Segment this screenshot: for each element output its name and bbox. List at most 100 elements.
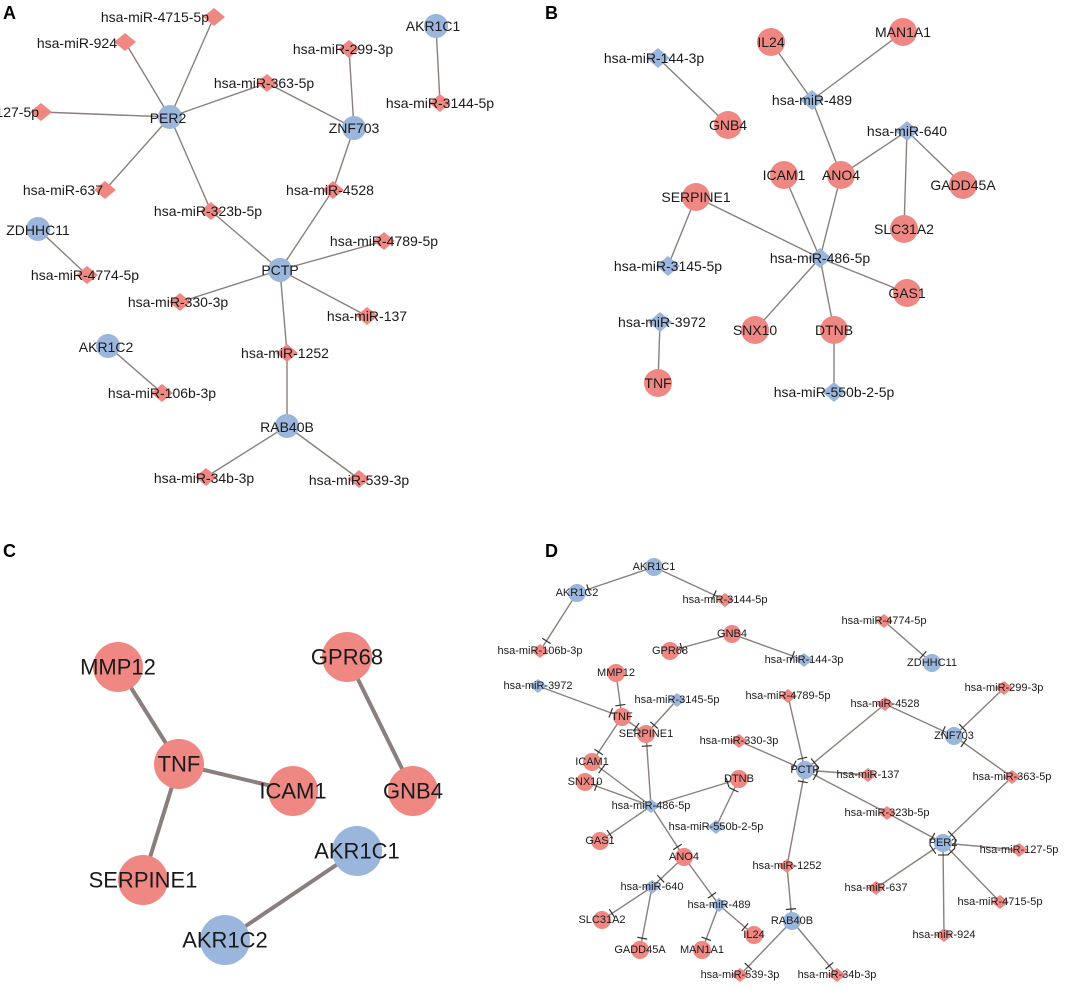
- mirna-node: [256, 74, 278, 92]
- gene-node: [631, 941, 649, 959]
- node-label: hsa-miR-4774-5p: [842, 615, 927, 627]
- inhibition-tee: [594, 781, 599, 792]
- panel-a-network: hsa-miR-924hsa-miR-4715-5phsa-miR-127-5p…: [0, 3, 494, 488]
- node-label: hsa-miR-4715-5p: [958, 896, 1043, 908]
- panel-letter-b: B: [545, 3, 558, 23]
- edge: [903, 130, 908, 230]
- edge: [819, 257, 908, 294]
- mirna-node: [822, 382, 846, 402]
- node-label: ANO4: [669, 851, 699, 863]
- edge: [875, 842, 944, 889]
- node-label: hsa-miR-330-3p: [700, 735, 779, 747]
- mirna-node: [656, 256, 680, 276]
- edge: [883, 620, 933, 664]
- node-label: hsa-miR-924: [913, 929, 976, 941]
- node-label: GNB4: [709, 117, 747, 133]
- node-label: GPR68: [311, 645, 383, 670]
- gene-node: [568, 584, 586, 602]
- inhibition-tee: [608, 707, 614, 718]
- edge: [942, 842, 1001, 903]
- node-label: hsa-miR-489: [772, 92, 852, 108]
- node-label: ICAM1: [575, 756, 609, 768]
- inhibition-tee: [711, 590, 717, 600]
- edge: [942, 842, 945, 936]
- inhibition-tee: [649, 721, 659, 729]
- gene-node: [783, 912, 801, 930]
- inhibition-tee: [810, 758, 818, 767]
- node-label: ZDHHC11: [907, 657, 957, 669]
- edge: [791, 920, 838, 976]
- inhibition-tee: [672, 843, 683, 851]
- node-label: ZDHHC11: [6, 222, 70, 238]
- edge: [695, 196, 821, 259]
- edge: [279, 269, 368, 317]
- inhibition-tee: [679, 642, 684, 653]
- inhibition-tee: [541, 637, 551, 645]
- edge: [650, 778, 740, 807]
- node-label: DTNB: [724, 773, 754, 785]
- node-label: hsa-miR-539-3p: [701, 969, 780, 981]
- node-label: hsa-miR-3972: [618, 314, 706, 330]
- edge: [223, 849, 359, 942]
- node-label: ICAM1: [763, 167, 806, 183]
- node-label: hsa-miR-299-3p: [965, 682, 1044, 694]
- gene-node: [576, 773, 594, 791]
- edge: [40, 111, 171, 118]
- inhibition-tee: [608, 908, 616, 918]
- gene-node: [723, 625, 741, 643]
- node-label: hsa-miR-489: [688, 899, 751, 911]
- edge: [205, 425, 288, 478]
- node-label: AKR1C1: [406, 18, 461, 34]
- gene-node: [644, 369, 672, 397]
- node-label: SNX10: [568, 776, 603, 788]
- inhibition-tee: [598, 764, 606, 774]
- mirna-node: [730, 734, 748, 748]
- inhibition-tee: [797, 780, 808, 784]
- inhibition-tee: [791, 760, 797, 770]
- mirna-node: [151, 384, 173, 402]
- node-label: hsa-miR-330-3p: [128, 294, 229, 310]
- panel-letter-d: D: [545, 541, 558, 561]
- edge: [124, 41, 171, 118]
- node-label: TNF: [158, 752, 201, 777]
- node-label: IL24: [757, 34, 784, 50]
- edge: [786, 769, 806, 867]
- gene-node: [796, 761, 814, 779]
- mirna-node: [200, 202, 222, 220]
- labels-d: AKR1C1AKR1C2hsa-miR-3144-5phsa-miR-4774-…: [498, 561, 1059, 981]
- edge: [657, 57, 729, 126]
- inhibition-tee: [825, 962, 834, 970]
- gene-node: [890, 215, 918, 243]
- mirna-node: [648, 312, 672, 332]
- edge: [169, 16, 215, 118]
- gene-node: [949, 171, 977, 199]
- mirna-node: [373, 232, 395, 250]
- node-label: hsa-miR-106b-3p: [498, 645, 583, 657]
- edge: [884, 703, 955, 737]
- node-label: hsa-miR-137: [327, 308, 407, 324]
- mirna-node: [429, 94, 451, 112]
- mirna-node: [356, 307, 378, 325]
- node-label: PCTP: [790, 764, 819, 776]
- inhibition-tee: [953, 839, 957, 850]
- node-label: hsa-miR-3145-5p: [635, 694, 720, 706]
- edge: [601, 886, 653, 921]
- gene-node: [827, 161, 855, 189]
- mirna-node: [531, 644, 549, 658]
- inhibition-tee: [929, 845, 937, 855]
- mirna-node: [707, 820, 725, 834]
- gene-node: [645, 558, 663, 576]
- mirna-node: [30, 103, 52, 121]
- gene-node: [322, 632, 372, 682]
- node-label: hsa-miR-640: [867, 123, 947, 139]
- mirna-node: [348, 470, 370, 488]
- gene-node: [820, 316, 848, 344]
- node-label: hsa-miR-637: [23, 182, 103, 198]
- gene-node: [424, 14, 448, 38]
- gene-node: [26, 217, 50, 241]
- node-label: GADD45A: [614, 944, 666, 956]
